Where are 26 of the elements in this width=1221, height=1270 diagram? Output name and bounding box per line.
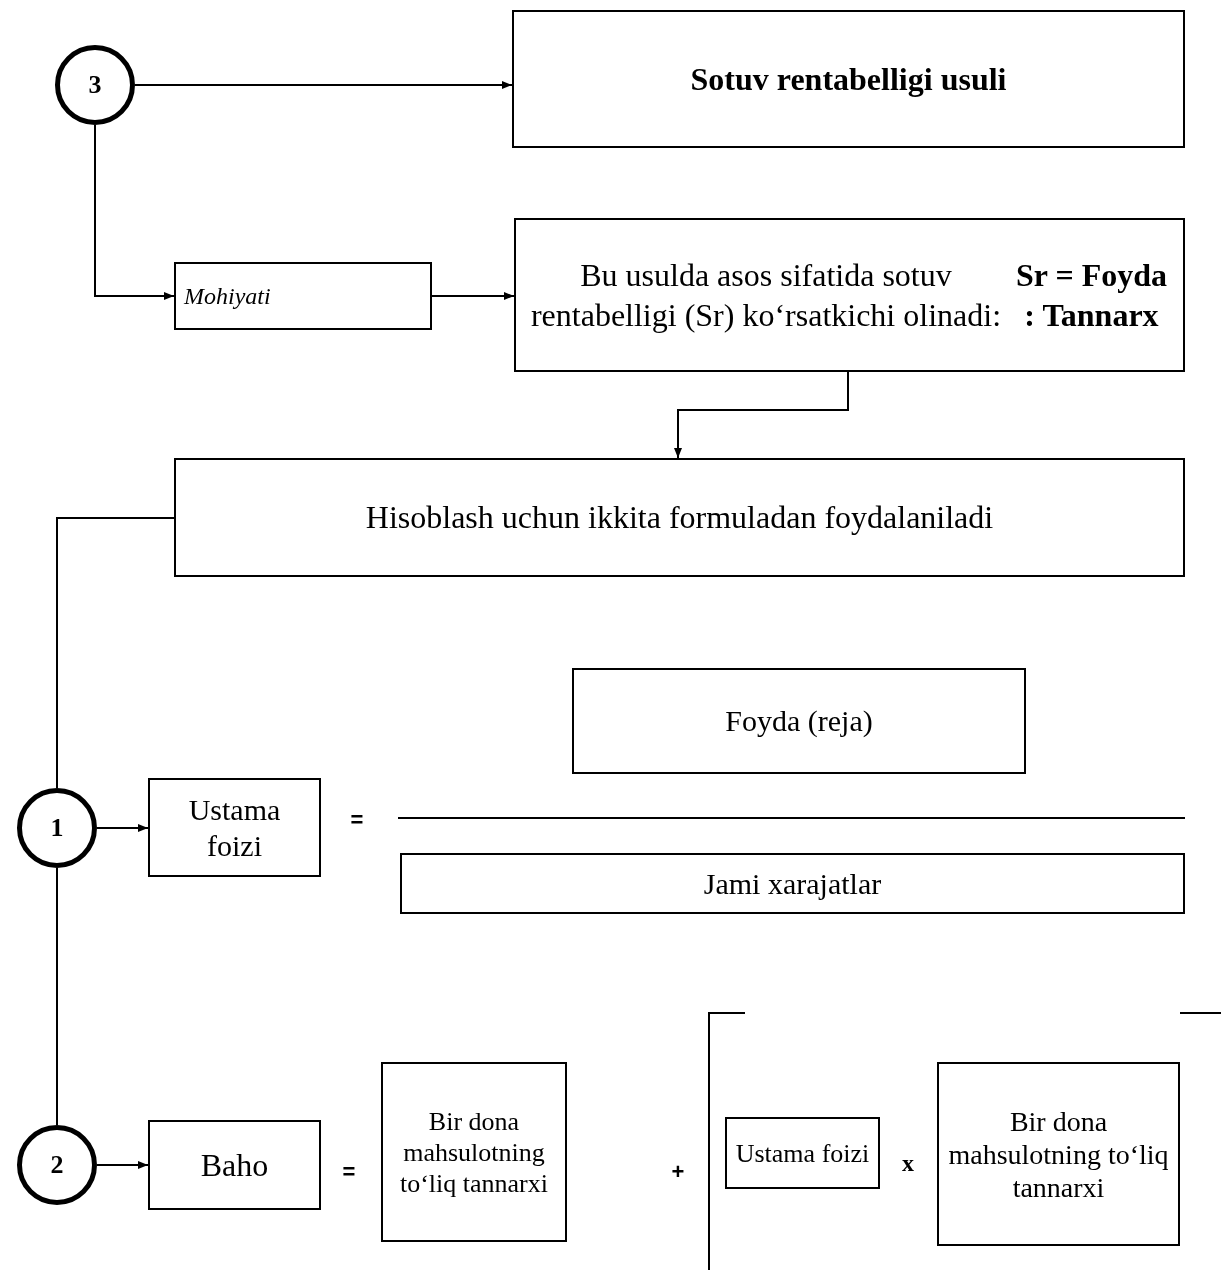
numbered-circle: 3	[55, 45, 135, 125]
connector-line	[56, 517, 175, 789]
text-box: Sotuv rentabelligi usuli	[512, 10, 1185, 148]
text-box: Bir dona mahsulotning to‘liq tannarxi	[937, 1062, 1180, 1246]
arrow	[431, 292, 515, 300]
text-box: Bu usulda asos sifatida sotuv rentabelligi (Sr) ko‘rsatkichi olinadi: Sr = Foyda : Tannarx	[514, 218, 1185, 372]
arrow	[94, 124, 175, 300]
connector-line	[56, 867, 58, 1126]
numbered-circle: 1	[17, 788, 97, 868]
text-box: Mohiyati	[174, 262, 432, 330]
arrow	[96, 824, 149, 832]
operator-sign: =	[342, 1161, 356, 1183]
text-box: Jami xarajatlar	[400, 853, 1185, 914]
arrow	[96, 1161, 149, 1169]
text-box: Ustama foizi	[148, 778, 321, 877]
operator-sign: +	[671, 1161, 685, 1183]
arrow	[674, 371, 849, 459]
text-box: Hisoblash uchun ikkita formuladan foydalaniladi	[174, 458, 1185, 577]
text-box: Baho	[148, 1120, 321, 1210]
numbered-circle: 2	[17, 1125, 97, 1205]
text-box: Ustama foizi	[725, 1117, 880, 1189]
text-box: Foyda (reja)	[572, 668, 1026, 774]
arrow	[134, 81, 513, 89]
operator-sign: =	[350, 809, 364, 831]
text-box: Bir dona mahsulotning to‘liq tannarxi	[381, 1062, 567, 1242]
operator-sign: x	[902, 1151, 914, 1175]
